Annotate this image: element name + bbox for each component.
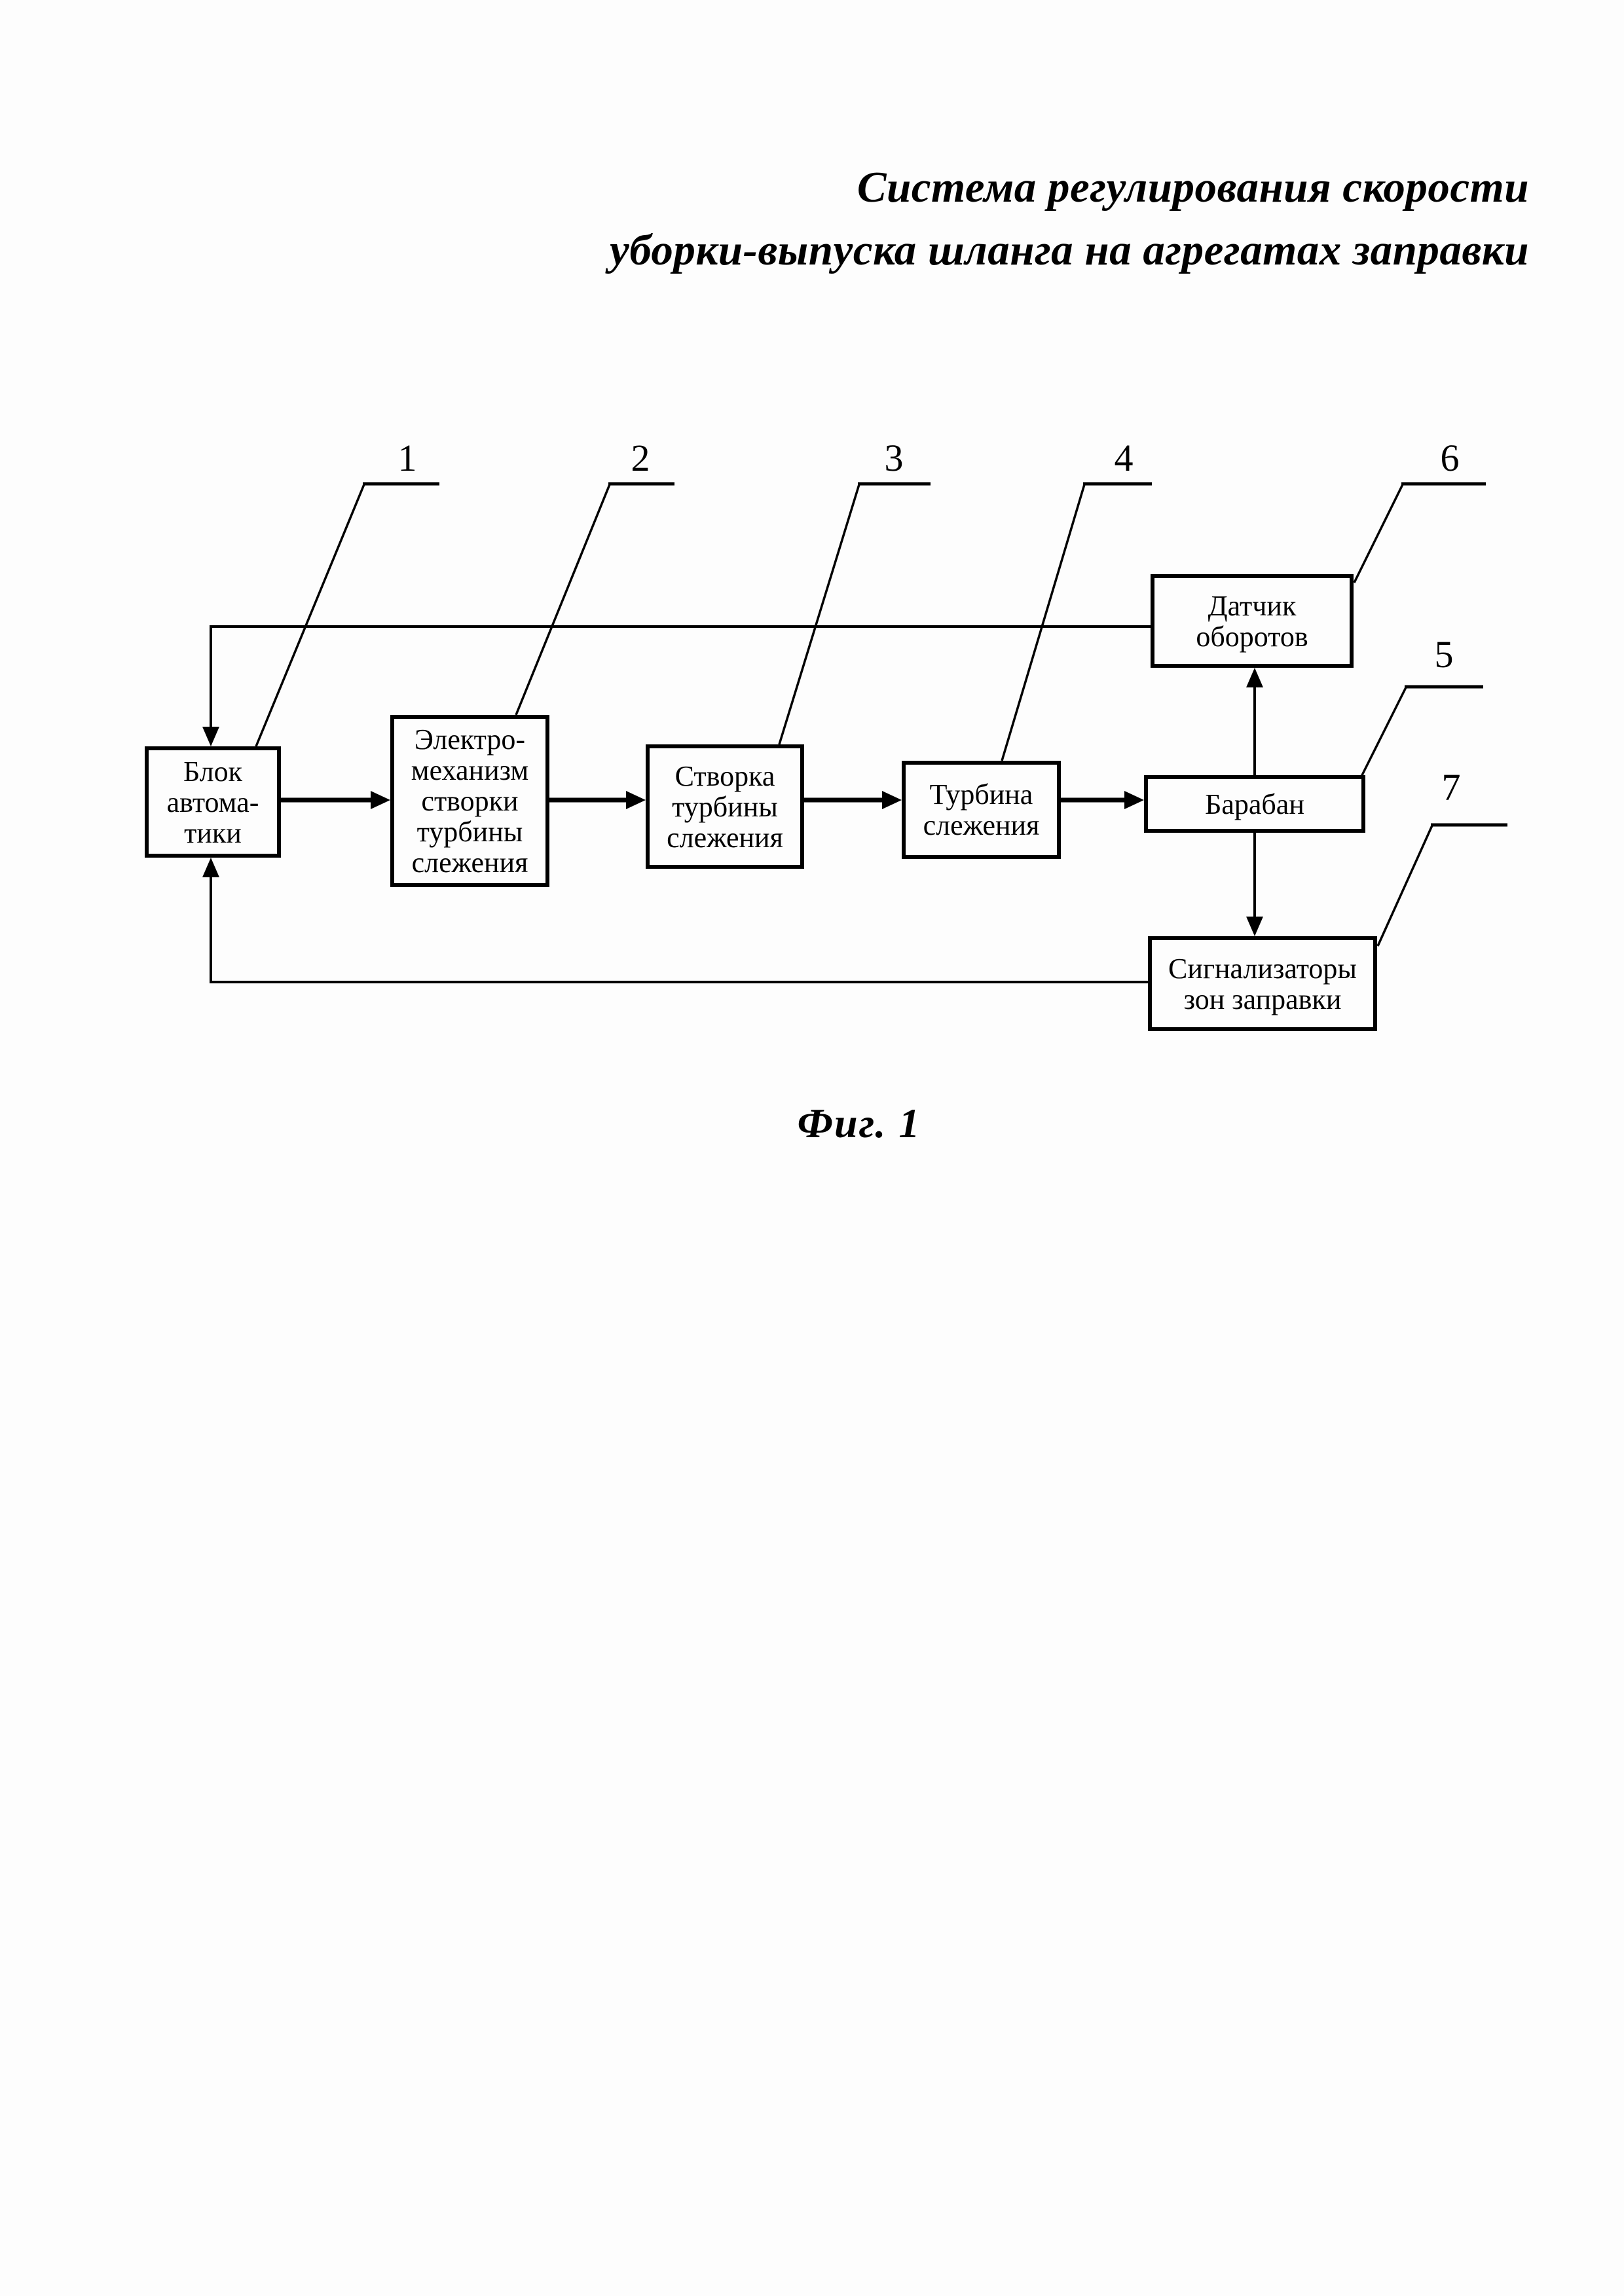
callout-number-6: 6 (1440, 437, 1460, 479)
callout-number-4: 4 (1114, 437, 1134, 479)
arrow-drum-to-rpm-sensor (1246, 668, 1263, 775)
figure-caption: Фиг. 1 (797, 1100, 921, 1146)
box-turbine-flap-line: турбины (672, 790, 778, 823)
box-electromechanism-line: Электро- (414, 723, 526, 756)
arrow-automation-to-electromechanism (281, 791, 390, 809)
callout-number-1: 1 (397, 437, 417, 479)
box-rpm-sensor-line: оборотов (1196, 620, 1308, 653)
arrow-drum-to-indicators (1246, 833, 1263, 936)
box-electromechanism: Электро- механизм створки турбины слежен… (390, 715, 549, 887)
callout-leader-2 (515, 482, 674, 716)
callout-number-5: 5 (1434, 633, 1454, 676)
callout-number-2: 2 (631, 437, 650, 479)
callout-leader-1 (255, 482, 439, 747)
callout-leader-4 (1001, 482, 1152, 761)
box-tracking-turbine-line: Турбина (929, 778, 1033, 811)
box-electromechanism-line: слежения (411, 847, 528, 879)
box-tracking-turbine: Турбина слежения (902, 761, 1061, 859)
callout-number-7: 7 (1441, 766, 1461, 809)
arrow-electromechanism-to-flap (549, 791, 646, 809)
figure-title-line-1: Система регулирования скорости (857, 163, 1529, 211)
box-turbine-flap-line: слежения (667, 821, 783, 854)
box-fueling-zone-indicators: Сигнализаторы зон заправки (1148, 936, 1377, 1031)
feedback-rpm-sensor-to-automation (202, 625, 1151, 746)
callout-leader-7 (1376, 823, 1507, 947)
feedback-indicators-to-automation (202, 858, 1148, 983)
box-tracking-turbine-line: слежения (923, 809, 1040, 841)
figure-title-line-2: уборки-выпуска шланга на агрегатах запра… (610, 226, 1529, 274)
box-automation-unit-line: тики (184, 816, 242, 849)
callout-leader-6 (1353, 482, 1486, 583)
box-electromechanism-line: турбины (416, 816, 523, 848)
box-fueling-zone-indicators-line: Сигнализаторы (1168, 952, 1357, 985)
box-rpm-sensor: Датчик оборотов (1151, 574, 1354, 668)
arrow-flap-to-turbine (804, 791, 902, 809)
box-automation-unit: Блок автома- тики (145, 746, 281, 858)
callout-leader-3 (778, 482, 931, 745)
box-rpm-sensor-line: Датчик (1208, 589, 1297, 622)
box-drum: Барабан (1144, 775, 1365, 833)
box-electromechanism-line: створки (421, 785, 519, 817)
callout-number-3: 3 (884, 437, 904, 479)
box-drum-line: Барабан (1205, 788, 1304, 820)
box-turbine-flap-line: Створка (674, 759, 775, 792)
arrow-turbine-to-drum (1061, 791, 1144, 809)
callout-leader-5 (1356, 685, 1483, 786)
box-fueling-zone-indicators-line: зон заправки (1183, 983, 1342, 1015)
box-electromechanism-line: механизм (411, 754, 529, 786)
box-automation-unit-line: Блок (183, 755, 243, 788)
box-turbine-flap: Створка турбины слежения (646, 744, 804, 869)
box-automation-unit-line: автома- (166, 786, 259, 818)
figure-title: Система регулирования скорости уборки-вы… (275, 156, 1529, 282)
